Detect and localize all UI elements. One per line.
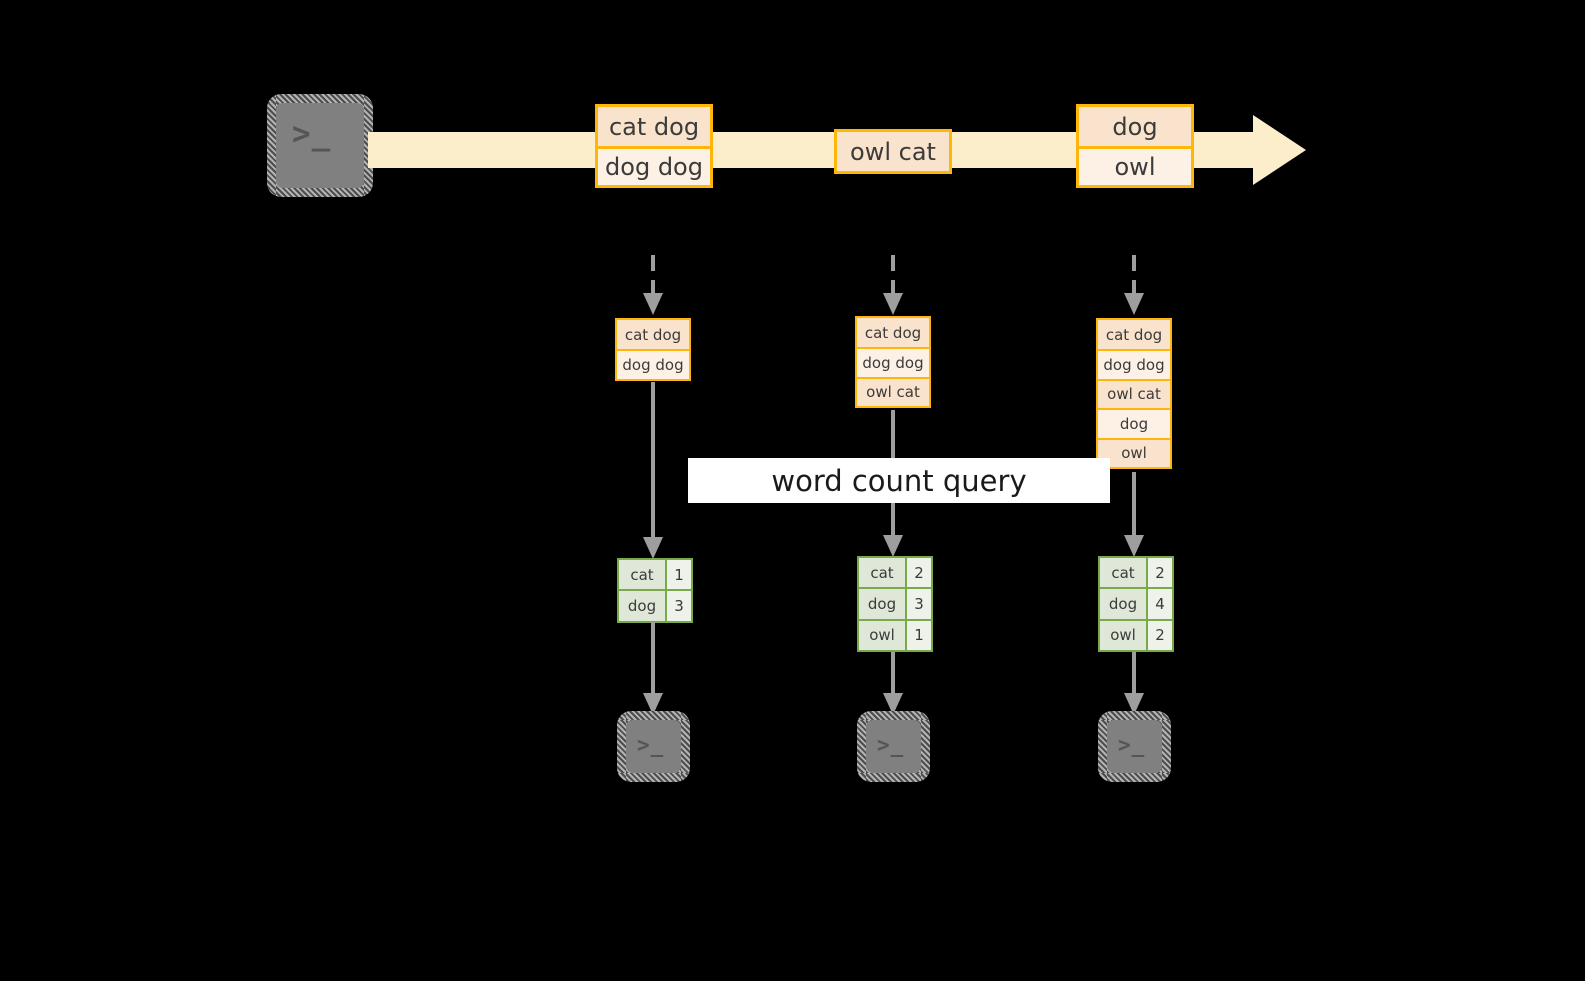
result-table-2[interactable]: cat 2 dog 3 owl 1 xyxy=(857,556,933,653)
table-cell-word: dog xyxy=(619,591,665,621)
table-cell-count: 4 xyxy=(1146,589,1172,619)
output-arrow-3 xyxy=(1119,652,1149,718)
buffer-stack-3[interactable]: cat dog dog dog owl cat dog owl xyxy=(1096,318,1172,469)
terminal-screen: >_ xyxy=(276,103,364,188)
result-table-1[interactable]: cat 1 dog 3 xyxy=(617,558,693,623)
buffer-line: cat dog xyxy=(1098,320,1170,350)
stream-message-1[interactable]: cat dog dog dog xyxy=(595,104,713,188)
producer-terminal-icon: >_ xyxy=(267,94,373,197)
buffer-line: owl cat xyxy=(1098,378,1170,409)
table-row: cat 1 xyxy=(619,560,691,590)
table-cell-count: 1 xyxy=(665,560,691,590)
table-cell-word: owl xyxy=(859,620,905,651)
buffer-stack-1[interactable]: cat dog dog dog xyxy=(615,318,691,381)
table-row: dog 4 xyxy=(1100,587,1172,619)
table-row: dog 3 xyxy=(859,587,931,619)
stream-message-3[interactable]: dog owl xyxy=(1076,104,1194,188)
table-cell-count: 2 xyxy=(1146,620,1172,651)
table-cell-count: 3 xyxy=(665,591,691,621)
terminal-prompt-glyph: >_ xyxy=(877,733,905,757)
table-row: dog 3 xyxy=(619,589,691,621)
terminal-prompt-glyph: >_ xyxy=(292,116,332,152)
buffer-line: dog dog xyxy=(857,347,929,377)
table-cell-word: owl xyxy=(1100,620,1146,651)
stream-message-line: owl cat xyxy=(837,132,949,171)
query-arrow-1 xyxy=(638,382,668,562)
dashed-down-arrow-icon-1 xyxy=(638,255,668,318)
table-cell-count: 1 xyxy=(905,620,931,651)
table-cell-count: 3 xyxy=(905,589,931,619)
terminal-screen: >_ xyxy=(626,720,681,773)
result-table-3[interactable]: cat 2 dog 4 owl 2 xyxy=(1098,556,1174,653)
stream-message-line: owl xyxy=(1079,146,1191,185)
consumer-terminal-icon-2: >_ xyxy=(857,711,930,782)
terminal-screen: >_ xyxy=(866,720,921,773)
dashed-down-arrow-icon-3 xyxy=(1119,255,1149,318)
buffer-stack-2[interactable]: cat dog dog dog owl cat xyxy=(855,316,931,409)
dashed-down-arrow-icon-2 xyxy=(878,255,908,318)
table-cell-word: dog xyxy=(859,589,905,619)
stream-message-2[interactable]: owl cat xyxy=(834,129,952,174)
buffer-line: owl xyxy=(1098,437,1170,467)
table-row: owl 2 xyxy=(1100,618,1172,651)
table-cell-word: cat xyxy=(1100,558,1146,588)
consumer-terminal-icon-1: >_ xyxy=(617,711,690,782)
output-arrow-2 xyxy=(878,652,908,718)
terminal-prompt-glyph: >_ xyxy=(637,733,665,757)
buffer-line: cat dog xyxy=(857,318,929,348)
query-arrow-3 xyxy=(1119,472,1149,560)
buffer-line: dog dog xyxy=(617,349,689,379)
table-cell-word: cat xyxy=(859,558,905,588)
consumer-terminal-icon-3: >_ xyxy=(1098,711,1171,782)
table-cell-count: 2 xyxy=(905,558,931,588)
buffer-line: owl cat xyxy=(857,376,929,407)
stream-message-line: cat dog xyxy=(598,107,710,146)
output-arrow-1 xyxy=(638,622,668,718)
query-label-band: word count query xyxy=(688,458,1110,503)
table-row: cat 2 xyxy=(859,558,931,588)
terminal-screen: >_ xyxy=(1107,720,1162,773)
table-cell-word: dog xyxy=(1100,589,1146,619)
table-cell-count: 2 xyxy=(1146,558,1172,588)
stream-message-line: dog xyxy=(1079,107,1191,146)
buffer-line: dog dog xyxy=(1098,349,1170,379)
query-label-text: word count query xyxy=(771,463,1027,498)
table-row: owl 1 xyxy=(859,618,931,651)
table-cell-word: cat xyxy=(619,560,665,590)
buffer-line: cat dog xyxy=(617,320,689,350)
stream-message-line: dog dog xyxy=(598,146,710,185)
table-row: cat 2 xyxy=(1100,558,1172,588)
terminal-prompt-glyph: >_ xyxy=(1118,733,1146,757)
buffer-line: dog xyxy=(1098,408,1170,438)
